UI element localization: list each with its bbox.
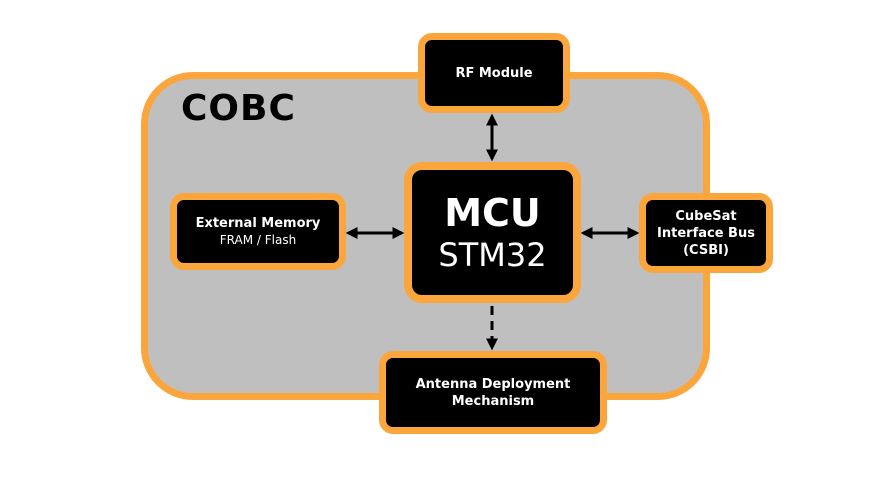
- external-memory-sub: FRAM / Flash: [219, 233, 297, 247]
- mcu-chip: STM32: [438, 235, 547, 274]
- csbi-line2: Interface Bus: [657, 225, 755, 241]
- mcu-title: MCU: [444, 190, 541, 235]
- csbi-line3: (CSBI): [683, 242, 729, 258]
- external-memory-node: External Memory FRAM / Flash: [170, 193, 346, 270]
- cobc-title: COBC: [181, 88, 296, 129]
- antenna-line1: Antenna Deployment: [415, 376, 571, 392]
- antenna-line2: Mechanism: [451, 393, 535, 409]
- antenna-deployment-node: Antenna Deployment Mechanism: [379, 351, 607, 434]
- csbi-node: CubeSat Interface Bus (CSBI): [639, 193, 773, 273]
- csbi-line1: CubeSat: [675, 208, 737, 224]
- rf-module-node: RF Module: [418, 33, 570, 113]
- rf-module-label: RF Module: [455, 65, 533, 81]
- mcu-node: MCU STM32: [404, 162, 581, 303]
- external-memory-label: External Memory: [195, 216, 321, 231]
